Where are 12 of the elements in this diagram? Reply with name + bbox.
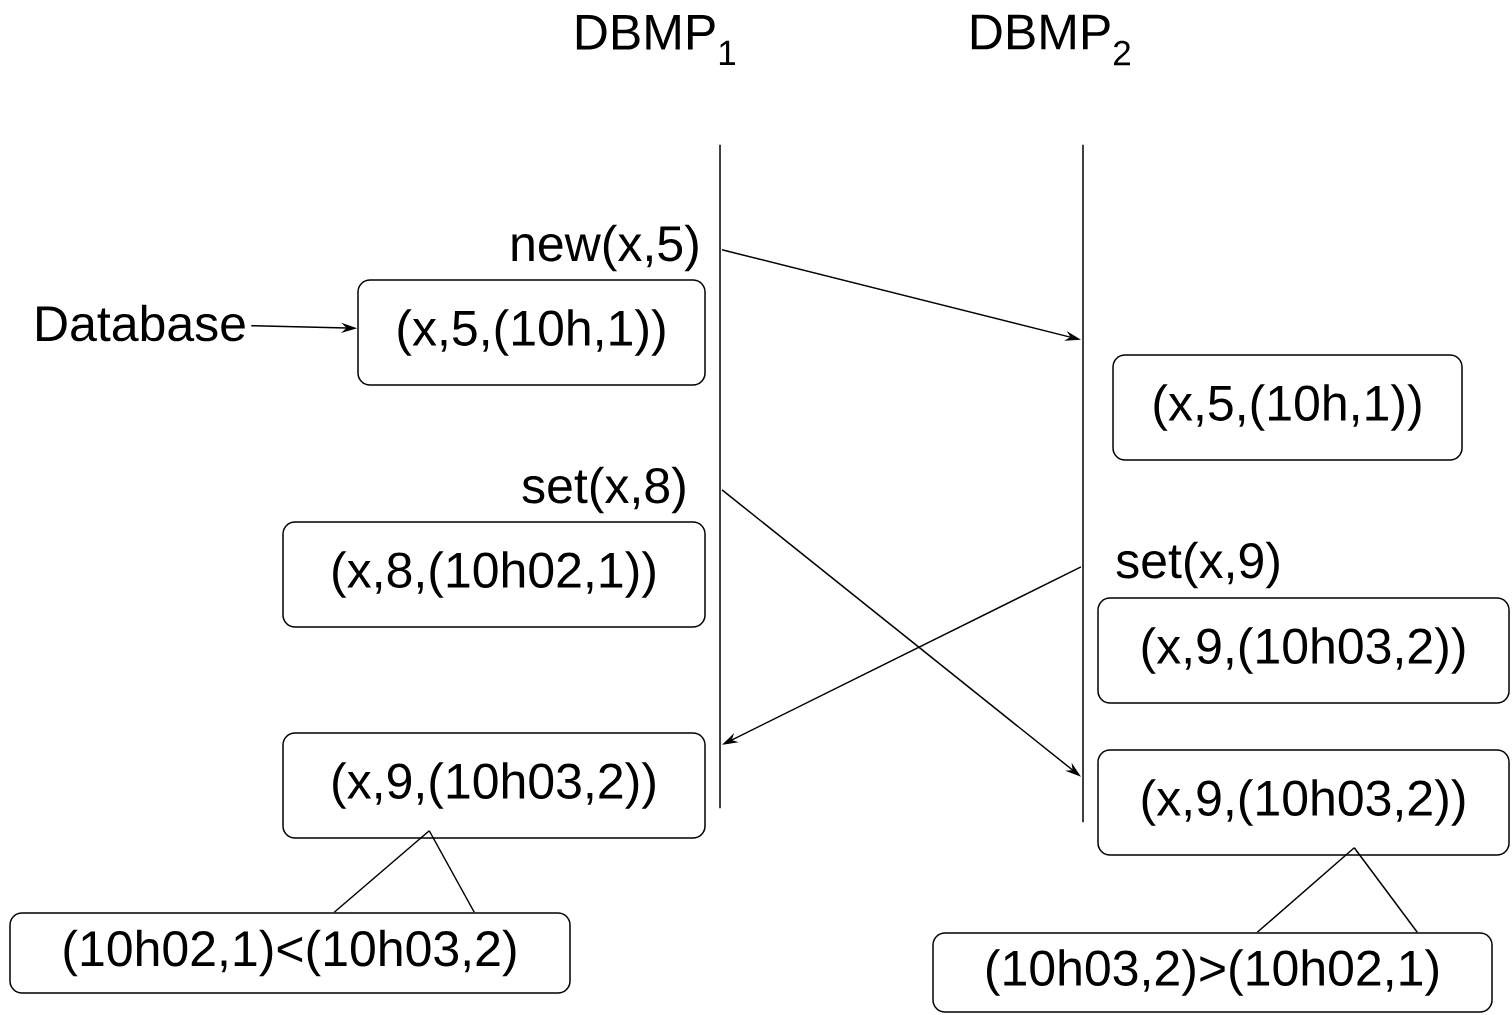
rounded-box: (x,9,(10h03,2)) bbox=[1097, 749, 1510, 856]
rounded-box: (10h02,1)<(10h03,2) bbox=[9, 912, 571, 994]
edge-label: set(x,9) bbox=[1116, 541, 1279, 589]
rounded-box: (x,5,(10h,1)) bbox=[357, 279, 706, 386]
edge-label: new(x,5) bbox=[512, 224, 698, 272]
rounded-box: (x,9,(10h03,2)) bbox=[282, 732, 706, 839]
rounded-box: (10h03,2)>(10h02,1) bbox=[932, 932, 1493, 1013]
rounded-box: (x,9,(10h03,2)) bbox=[1097, 597, 1510, 704]
edge-label: set(x,8) bbox=[522, 466, 685, 514]
rounded-box: (x,8,(10h02,1)) bbox=[282, 521, 706, 628]
rounded-box: (x,5,(10h,1)) bbox=[1112, 354, 1463, 461]
label-text: Database bbox=[37, 304, 245, 342]
